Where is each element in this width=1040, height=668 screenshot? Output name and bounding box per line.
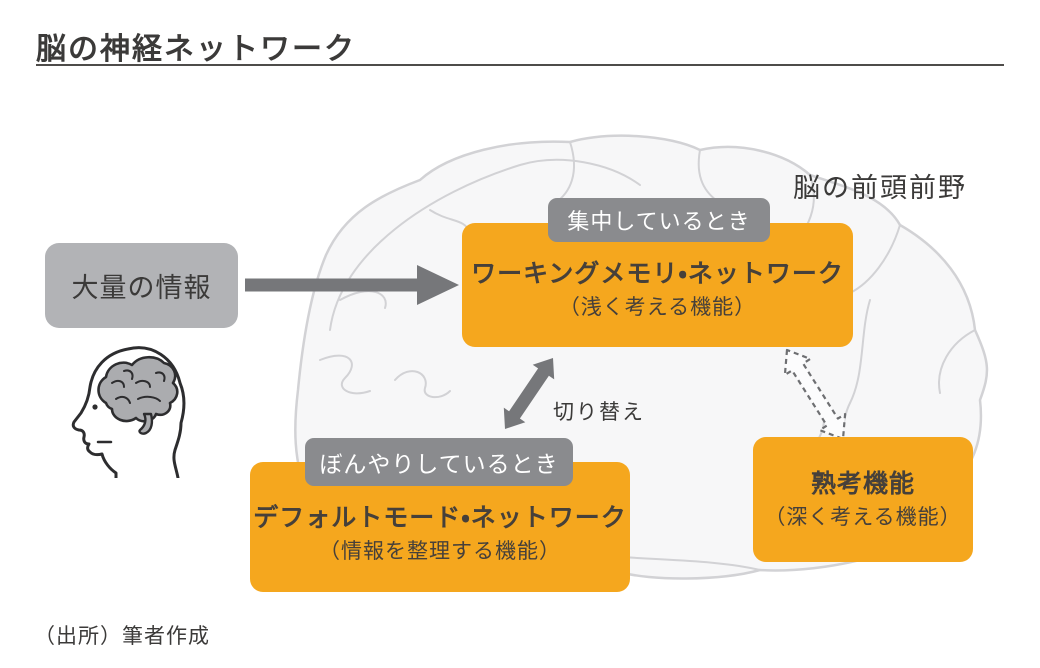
page-title: 脳の神経ネットワーク [36, 33, 356, 66]
source-note: （出所）筆者作成 [34, 625, 210, 648]
default-mode-subtitle: （情報を整理する機能） [319, 540, 561, 564]
working-memory-state-label: 集中しているとき [548, 198, 770, 242]
default-mode-state-label: ぼんやりしているとき [305, 438, 573, 486]
working-memory-subtitle: （浅く考える機能） [558, 296, 757, 320]
head-brain-icon [71, 346, 186, 478]
switch-label: 切り替え [553, 401, 645, 424]
deliberation-box: 熟考機能 （深く考える機能） [753, 437, 973, 562]
working-memory-box: ワーキングメモリ・ネットワーク （浅く考える機能） [462, 223, 853, 347]
deliberation-subtitle: （深く考える機能） [764, 505, 962, 529]
title-underline [36, 64, 1004, 66]
brain-region-label: 脳の前頭前野 [793, 173, 967, 203]
default-mode-title: デフォルトモード・ネットワーク [253, 504, 627, 533]
deliberation-title: 熟考機能 [810, 469, 915, 498]
working-memory-title: ワーキングメモリ・ネットワーク [471, 260, 844, 289]
input-info-box: 大量の情報 [45, 243, 238, 328]
